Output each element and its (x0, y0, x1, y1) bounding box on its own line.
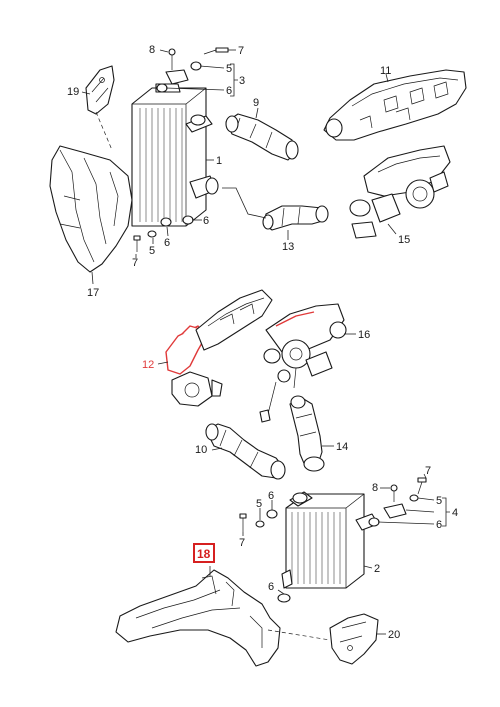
part-16-turbocharger (263, 303, 347, 383)
leader-9 (255, 107, 259, 119)
part-13-hose (262, 205, 329, 231)
part-2-intercooler (281, 491, 379, 589)
label-6c: 6 (203, 215, 209, 227)
part-20-bracket (329, 613, 379, 665)
leader-8a (159, 49, 169, 53)
leader-6a (165, 87, 225, 91)
bracket-4 (442, 497, 450, 527)
label-20: 20 (388, 629, 400, 641)
label-15: 15 (398, 234, 410, 246)
label-5b: 5 (149, 245, 155, 257)
part-19-bracket (85, 65, 115, 115)
leader-6d (405, 509, 435, 513)
label-5c: 5 (436, 495, 442, 507)
leader-17 (91, 271, 94, 285)
part-11-intake-manifold (323, 69, 467, 141)
label-16: 16 (358, 329, 370, 341)
label-14: 14 (336, 441, 348, 453)
label-8a: 8 (149, 44, 155, 56)
label-11: 11 (380, 65, 391, 77)
label-7a: 7 (238, 45, 244, 57)
leader-5c (417, 497, 435, 501)
label-5a: 5 (226, 63, 232, 75)
leader-6e (377, 521, 435, 525)
label-1: 1 (216, 155, 222, 167)
label-17: 17 (87, 287, 99, 299)
part-12-intake-manifold-highlighted (165, 289, 273, 375)
dash-19 (95, 111, 113, 151)
label-6b: 6 (164, 237, 170, 249)
part-15-turbocharger (349, 145, 451, 239)
leader-7c (423, 473, 427, 479)
hardware-top-right (156, 47, 229, 93)
label-7c: 7 (425, 465, 431, 477)
label-5d: 5 (256, 498, 262, 510)
label-7b: 7 (132, 257, 138, 269)
callout-box-18 (193, 543, 215, 563)
label-8b: 8 (372, 482, 378, 494)
label-6d: 6 (436, 519, 442, 531)
leader-6g (277, 589, 285, 595)
leader-6b (166, 226, 169, 237)
label-18: 18 (197, 547, 211, 561)
label-13: 13 (282, 241, 294, 253)
label-19: 19 (67, 86, 79, 98)
throttle-connector (171, 371, 223, 407)
part-14-hose (289, 395, 325, 472)
label-3: 3 (239, 75, 245, 87)
leader-2 (363, 565, 373, 569)
label-9: 9 (253, 97, 259, 109)
leader-15 (387, 223, 397, 235)
leader-5a (199, 65, 225, 69)
sensor-lead-lines (259, 367, 297, 423)
leader-10 (211, 447, 223, 451)
leader-12 (157, 361, 169, 365)
label-6f: 6 (268, 581, 274, 593)
part-17-air-duct (49, 145, 133, 273)
part-10-hose (205, 423, 286, 480)
dash-20 (267, 629, 331, 641)
part-1-intercooler (131, 83, 219, 227)
leader-19 (81, 91, 91, 95)
hardware-bottom-right (368, 477, 427, 527)
part-18-air-duct (115, 569, 281, 667)
label-12: 12 (142, 359, 154, 371)
leader-11 (385, 73, 389, 83)
hardware-bottom-left (239, 509, 291, 603)
leader-13-link (222, 187, 267, 219)
label-10: 10 (195, 444, 207, 456)
label-2: 2 (374, 563, 380, 575)
label-6a: 6 (226, 85, 232, 97)
bracket-3 (230, 63, 238, 97)
label-6e: 6 (268, 490, 274, 502)
part-9-hose (225, 113, 299, 161)
label-4: 4 (452, 507, 458, 519)
label-7d: 7 (239, 537, 245, 549)
